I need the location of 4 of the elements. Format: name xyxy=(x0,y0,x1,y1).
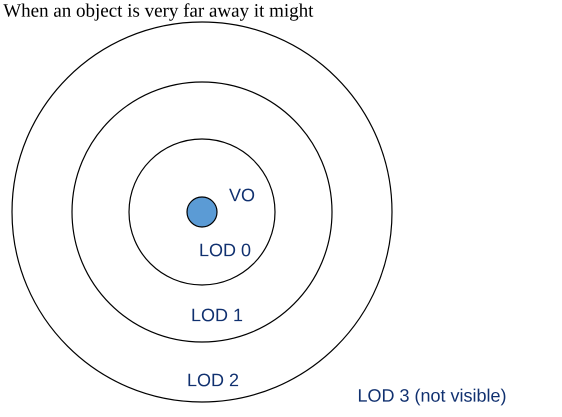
dot-marker xyxy=(186,196,218,228)
node-label: VO xyxy=(229,188,254,202)
outside-label: LOD 3 (not visible) xyxy=(358,388,506,406)
heading-text: When an object is very far away it might xyxy=(3,3,314,21)
